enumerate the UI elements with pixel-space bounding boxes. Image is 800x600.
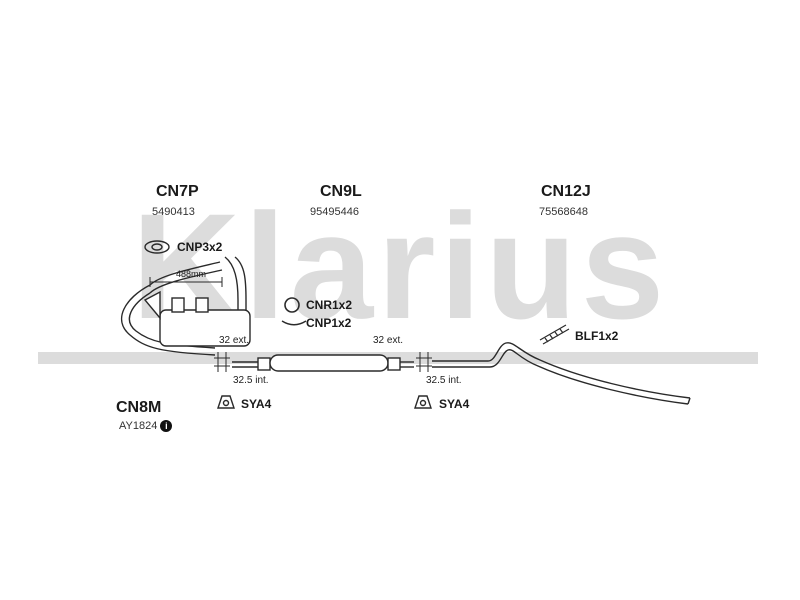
ext-label-right: 32 ext. (373, 335, 404, 346)
front-pipe-cn7p (120, 256, 251, 356)
joint-right (416, 352, 432, 372)
part-number-cn8m-text: AY1824 (119, 420, 158, 432)
gasket-icon (144, 240, 170, 254)
part-code-cn9l: CN9L (320, 183, 362, 200)
hanger-icon-left (217, 395, 235, 409)
ring-icon (284, 297, 300, 313)
center-silencer-cn9l (232, 354, 414, 372)
part-code-cn7p: CN7P (156, 183, 199, 200)
accessory-cnp3: CNP3x2 (177, 240, 223, 254)
accessory-sya4-right: SYA4 (439, 397, 470, 411)
part-number-cn12j: 75568648 (539, 206, 588, 218)
hanger-icon-right (414, 395, 432, 409)
info-icon[interactable]: i (160, 420, 173, 433)
part-code-cn8m: CN8M (116, 399, 162, 416)
length-label: 488mm (176, 269, 207, 279)
part-number-cn7p: 5490413 (152, 206, 195, 218)
length-dimension (149, 277, 223, 287)
rear-pipe-cn12j (432, 342, 691, 405)
accessory-cnr1: CNR1x2 (306, 298, 353, 312)
int-label-right: 32.5 int. (426, 375, 462, 386)
joint-left (214, 352, 230, 372)
part-number-cn9l: 95495446 (310, 206, 359, 218)
int-label-left: 32.5 int. (233, 375, 269, 386)
part-code-cn12j: CN12J (541, 183, 591, 200)
silencer-body (269, 354, 389, 372)
flat-gasket-icon (281, 320, 307, 326)
accessory-cnp1: CNP1x2 (306, 316, 352, 330)
ext-label-left: 32 ext. (219, 335, 250, 346)
accessory-blf1: BLF1x2 (575, 329, 619, 343)
accessory-sya4-left: SYA4 (241, 397, 272, 411)
clamp-icon (539, 324, 570, 345)
